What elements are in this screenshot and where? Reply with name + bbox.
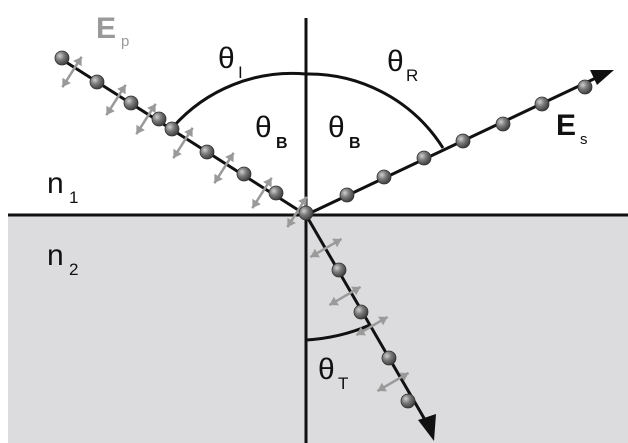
reflected-field-bead-3 <box>455 133 471 149</box>
transmitted-field-bead-2 <box>381 350 397 366</box>
svg-text:θ: θ <box>255 111 272 144</box>
svg-text:θ: θ <box>318 353 335 386</box>
reflected-ray <box>305 75 599 217</box>
transmitted-field-bead-3 <box>400 393 416 409</box>
incident-field-bead-3 <box>151 111 167 127</box>
theta-t-label: θ T <box>318 353 348 393</box>
transmitted-ray <box>304 214 430 426</box>
transmitted-field-bead-0 <box>331 262 347 278</box>
reflected-field-bead-1 <box>376 169 392 185</box>
svg-text:θ: θ <box>387 45 404 78</box>
svg-text:R: R <box>406 66 418 85</box>
incident-polarization-arrow-1 <box>105 84 127 116</box>
svg-text:B: B <box>276 135 288 152</box>
incident-polarization-arrow-0 <box>61 56 83 88</box>
transmitted-polarization-arrow-0 <box>309 237 343 259</box>
theta-b-left-label: θ B <box>255 111 288 152</box>
svg-text:2: 2 <box>69 260 78 279</box>
svg-text:B: B <box>349 135 361 152</box>
transmitted-polarization-arrow-2 <box>355 315 389 337</box>
svg-text:θ: θ <box>328 111 345 144</box>
svg-text:n: n <box>47 239 64 272</box>
incident-polarization-arrow-3 <box>172 127 194 159</box>
svg-text:1: 1 <box>69 188 78 207</box>
theta-incident-arc <box>171 71 307 128</box>
incident-field-bead-1 <box>89 74 105 90</box>
incident-field-bead-4 <box>164 121 180 137</box>
n2-label: n 2 <box>47 239 78 279</box>
field-beads <box>54 50 593 409</box>
reflected-field-bead-0 <box>339 187 355 203</box>
incident-polarization-arrow-2 <box>135 103 157 135</box>
reflected-field-bead-4 <box>495 116 511 132</box>
reflected-arrowhead <box>590 70 614 85</box>
theta-r-label: θ R <box>387 45 418 85</box>
theta-reflected-arc <box>305 72 445 149</box>
svg-text:θ: θ <box>218 42 235 75</box>
incident-field-bead-7 <box>268 185 284 201</box>
svg-text:s: s <box>580 131 588 148</box>
medium-2-region <box>8 215 628 443</box>
incident-polarization-arrow-4 <box>213 152 235 184</box>
svg-text:p: p <box>121 33 129 50</box>
incident-field-bead-8 <box>298 205 314 221</box>
svg-text:E: E <box>556 109 576 142</box>
theta-transmitted-arc <box>305 323 371 342</box>
incident-field-bead-5 <box>199 144 215 160</box>
incident-polarization-arrow-5 <box>251 177 273 209</box>
svg-text:n: n <box>47 167 64 200</box>
reflected-field-bead-2 <box>416 150 432 166</box>
reflected-field-bead-5 <box>534 96 550 112</box>
es-label: E s <box>556 109 588 148</box>
transmitted-field-bead-1 <box>353 304 369 320</box>
n1-label: n 1 <box>47 167 78 207</box>
transmitted-arrowhead <box>418 414 436 441</box>
incident-field-bead-6 <box>236 166 252 182</box>
svg-text:T: T <box>338 374 348 393</box>
incident-polarization-arrow-6 <box>286 196 308 228</box>
transmitted-polarization-arrow-3 <box>376 371 410 393</box>
theta-b-right-label: θ B <box>328 111 361 152</box>
incident-field-bead-2 <box>123 95 139 111</box>
svg-text:I: I <box>238 63 243 82</box>
reflected-field-bead-6 <box>577 79 593 95</box>
svg-text:E: E <box>96 12 116 45</box>
transmitted-polarization-arrow-1 <box>328 285 362 307</box>
ep-label: E p <box>96 12 129 50</box>
theta-i-label: θ I <box>218 42 243 82</box>
incident-field-bead-0 <box>54 50 70 66</box>
polarization-arrows <box>61 56 410 393</box>
